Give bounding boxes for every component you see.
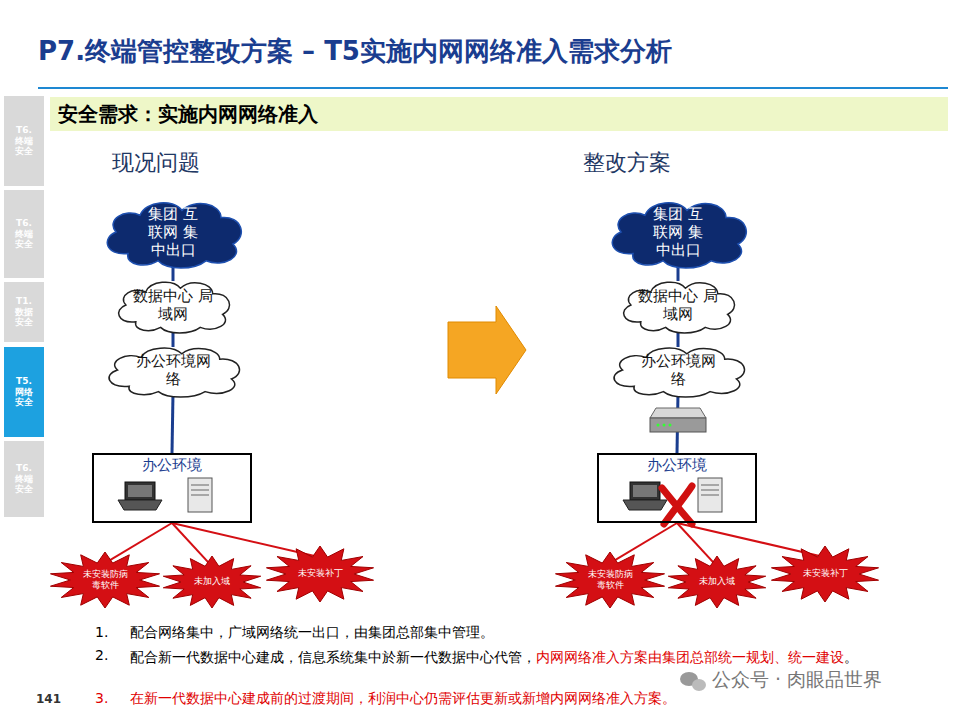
requirement-band: 安全需求：实施内网网络准入 [50,97,948,131]
server-icon [188,478,722,512]
node-text-wrap: 安全需求：实施内网网络准入 [58,101,318,128]
node-text-wrap: 办公环境 [94,456,250,475]
cloud-path [107,203,241,268]
node-label: 集团 互联网 集中出口 [141,205,205,259]
risk-starburst: 未加入域 [667,556,767,608]
cloud-path [109,348,239,397]
note-text: 内网网络准入方案由集团总部统一规划、统一建设 [536,649,844,665]
note-text: 配合网络集中，广域网络统一出口，由集团总部集中管理。 [130,624,494,642]
node-text-wrap: T1. 数据 安全 [11,296,37,328]
risk-starburst: 未安装补丁 [770,546,880,602]
node-text-wrap: 集团 互联网 集中出口 [646,205,710,259]
risk-starburst: 未安装防病毒软件 [554,552,666,608]
node-label: 未安装防病毒软件 [79,569,131,592]
node-label: 办公环境 [599,456,755,475]
network-cloud: 办公环境网络 [100,343,246,397]
node-text-wrap: T6. 终端 安全 [11,463,37,495]
node-label: 未安装补丁 [799,568,851,579]
network-cloud: 数据中心 局域网 [616,277,740,333]
access-device [648,404,708,438]
title-rule [38,87,948,89]
node-label: T6. 终端 安全 [11,218,37,250]
network-cloud: 办公环境网络 [605,343,751,397]
note-text: 配合新一代数据中心建成，信息系统集中於新一代数据中心代管， [130,649,536,665]
node-text-wrap: 未安装防病毒软件 [79,569,131,592]
network-cloud: 集团 互联网 集中出口 [98,196,248,268]
node-label: T6. 终端 安全 [11,125,37,157]
risk-starburst: 未安装补丁 [265,546,375,602]
node-text-wrap: 数据中心 局域网 [133,287,213,323]
node-text-wrap: 数据中心 局域网 [638,287,718,323]
risk-link [105,523,172,563]
node-label: 数据中心 局域网 [133,287,213,323]
section-tab: T6. 终端 安全 [4,190,44,278]
risk-starburst: 未加入域 [162,556,262,608]
network-cloud: 数据中心 局域网 [111,277,235,333]
starburst-path [668,556,765,608]
node-text-wrap: 未加入域 [192,576,232,587]
cloud-path [612,203,746,268]
section-tab: T6. 终端 安全 [4,96,44,186]
list-number: 2. [95,647,108,663]
node-label: 办公环境网络 [638,352,718,388]
node-text-wrap: 办公环境网络 [133,352,213,388]
starburst-path [163,556,260,608]
node-text-wrap: 集团 互联网 集中出口 [141,205,205,259]
risk-starburst: 未安装防病毒软件 [49,552,161,608]
watermark: 公众号 · 肉眼品世界 [712,667,882,693]
note-text: 。 [844,649,858,665]
red-cross [662,486,692,524]
network-cloud: 集团 互联网 集中出口 [603,196,753,268]
node-text-wrap: T6. 终端 安全 [11,125,37,157]
node-text-wrap: 未安装防病毒软件 [584,569,636,592]
column-heading: 现况问题 [112,148,200,178]
page-title: P7.终端管控整改方案 – T5实施内网网络准入需求分析 [38,34,672,69]
node-label: T1. 数据 安全 [11,296,37,328]
node-text-wrap: 未安装补丁 [799,568,851,579]
note-paragraph: 配合新一代数据中心建成，信息系统集中於新一代数据中心代管，内网网络准入方案由集团… [130,647,920,667]
starburst-path [266,546,373,602]
section-tab: T5. 网络 安全 [4,347,44,437]
network-link [172,393,173,453]
section-tab: T1. 数据 安全 [4,282,44,342]
list-number: 1. [95,624,108,640]
node-label: 未加入域 [192,576,232,587]
note-text: 在新一代数据中心建成前的过渡期间，利润中心仍需评估更新或新增内网网络准入方案。 [130,690,676,708]
cloud-path [624,282,735,333]
transform-arrow [448,306,526,394]
node-text-wrap: T5. 网络 安全 [11,376,37,408]
cloud-path [614,348,744,397]
node-text-wrap: 未安装补丁 [294,568,346,579]
starburst-path [50,552,159,608]
node-label: T6. 终端 安全 [11,463,37,495]
cloud-path [119,282,230,333]
page-number: 141 [36,692,61,706]
list-number: 3. [95,690,108,706]
node-text-wrap: 未加入域 [697,576,737,587]
node-label: 未安装防病毒软件 [584,569,636,592]
node-label: T5. 网络 安全 [11,376,37,408]
wechat-icon [680,672,706,691]
node-label: 办公环境网络 [133,352,213,388]
node-label: 安全需求：实施内网网络准入 [58,101,318,128]
section-tab: T6. 终端 安全 [4,441,44,517]
office-environment-box: 办公环境 [92,453,252,523]
risk-link [610,523,677,563]
column-heading: 整改方案 [583,148,671,178]
node-label: 未安装补丁 [294,568,346,579]
node-text-wrap: T6. 终端 安全 [11,218,37,250]
node-text-wrap: 办公环境 [599,456,755,475]
node-label: 办公环境 [94,456,250,475]
node-text-wrap: 办公环境网络 [638,352,718,388]
node-label: 数据中心 局域网 [638,287,718,323]
node-label: 集团 互联网 集中出口 [646,205,710,259]
node-label: 未加入域 [697,576,737,587]
starburst-path [771,546,878,602]
starburst-path [555,552,664,608]
office-environment-box: 办公环境 [597,453,757,523]
